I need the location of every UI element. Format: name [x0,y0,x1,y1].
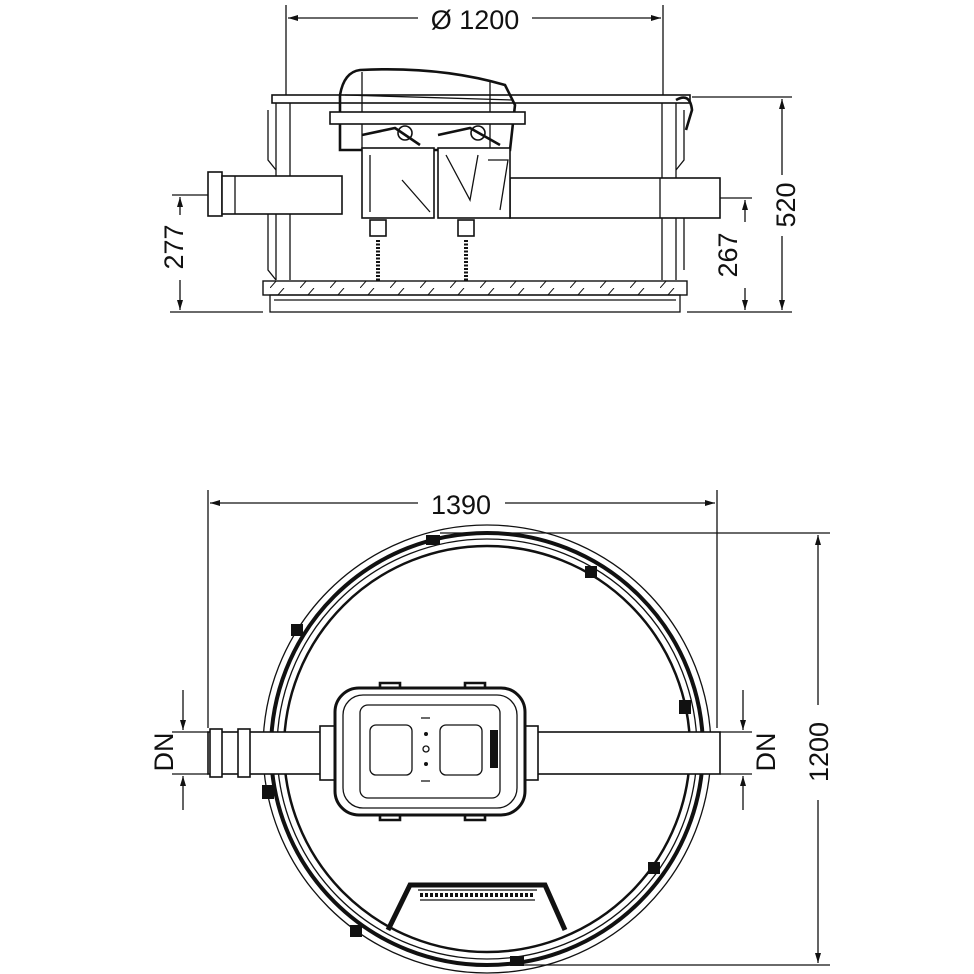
width-dimension: 1390 [207,490,718,728]
plan-view: 1390 1200 [149,490,834,974]
inspection-window-left [369,724,413,776]
inspection-window-right [439,724,483,776]
inlet-dn-label: DN [149,733,179,772]
backwater-valve-housing [329,68,526,281]
height-dimension: 520 [687,96,801,313]
inlet-height-dimension: 277 [159,194,263,313]
inlet-dn-dimension: DN [149,690,208,810]
brand-logo [490,730,498,768]
width-label: 1390 [431,490,491,520]
outlet-dn-label: DN [751,733,781,772]
plan-diameter-label: 1200 [804,722,834,782]
inlet-height-label: 277 [159,224,189,269]
outlet-height-label: 267 [713,232,743,277]
side-section-view: Ø 1200 520 [159,5,801,313]
inlet-pipe [207,171,343,217]
outlet-dn-dimension: DN [720,690,781,810]
height-label: 520 [771,182,801,227]
lifting-handle [385,882,568,932]
plan-diameter-dimension: 1200 [440,532,834,966]
diameter-label: Ø 1200 [431,5,520,35]
outlet-height-dimension: 267 [713,197,752,310]
diameter-dimension: Ø 1200 [285,5,664,95]
plan-outlet-pipe [519,725,721,781]
outlet-pipe [509,177,721,219]
base-plate [262,280,688,296]
cover-clips [262,535,691,966]
valve-housing-lid [333,681,527,822]
plan-inlet-pipe [207,725,341,781]
